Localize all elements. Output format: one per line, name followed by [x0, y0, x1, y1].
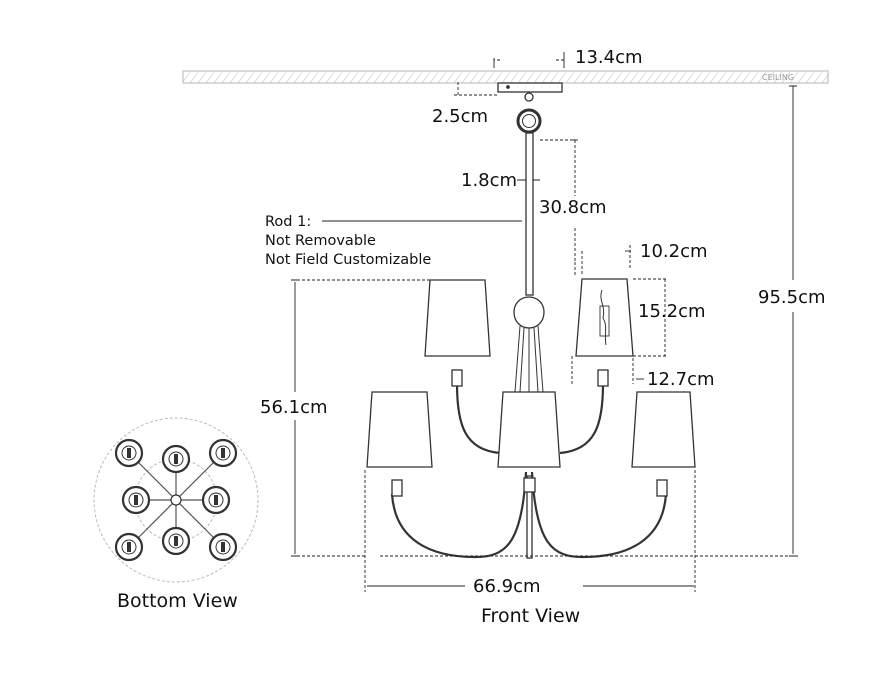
dim-shade-top: 10.2cm	[640, 241, 708, 262]
shade-lower-right	[631, 391, 696, 468]
bottom-view-caption: Bottom View	[117, 590, 238, 612]
front-view-caption: Front View	[481, 605, 580, 627]
dim-overall-width: 66.9cm	[473, 576, 541, 597]
dim-rod-diameter: 1.8cm	[461, 170, 517, 191]
dim-canopy-depth: 2.5cm	[432, 106, 488, 127]
dim-shade-bottom: 12.7cm	[647, 369, 715, 390]
bottom-view	[93, 417, 259, 583]
dim-rod-length: 30.8cm	[539, 197, 607, 218]
rod-note-line2: Not Removable	[265, 233, 376, 249]
shade-upper-left	[424, 279, 491, 357]
dim-body-height: 56.1cm	[260, 397, 328, 418]
ceiling: CEILING	[182, 70, 829, 84]
canopy	[497, 82, 563, 93]
loop-ring	[516, 108, 542, 134]
dimension-lines	[291, 52, 800, 592]
rod-note: Rod 1: Not Removable Not Field Customiza…	[265, 214, 431, 268]
front-view-fixture	[366, 82, 696, 559]
rod-note-line3: Not Field Customizable	[265, 252, 431, 268]
shade-center	[497, 391, 561, 468]
rod-note-line1: Rod 1:	[265, 214, 311, 230]
dimension-labels: 13.4cm 2.5cm 1.8cm 30.8cm 10.2cm 15.2cm …	[260, 47, 826, 597]
shade-upper-right	[575, 278, 634, 357]
dim-overall-height: 95.5cm	[758, 287, 826, 308]
rod	[525, 132, 534, 296]
center-ball	[513, 296, 545, 329]
dim-shade-height: 15.2cm	[638, 301, 706, 322]
dim-canopy-width: 13.4cm	[575, 47, 643, 68]
ceiling-label: CEILING	[762, 73, 794, 82]
shade-lower-left	[366, 391, 433, 468]
